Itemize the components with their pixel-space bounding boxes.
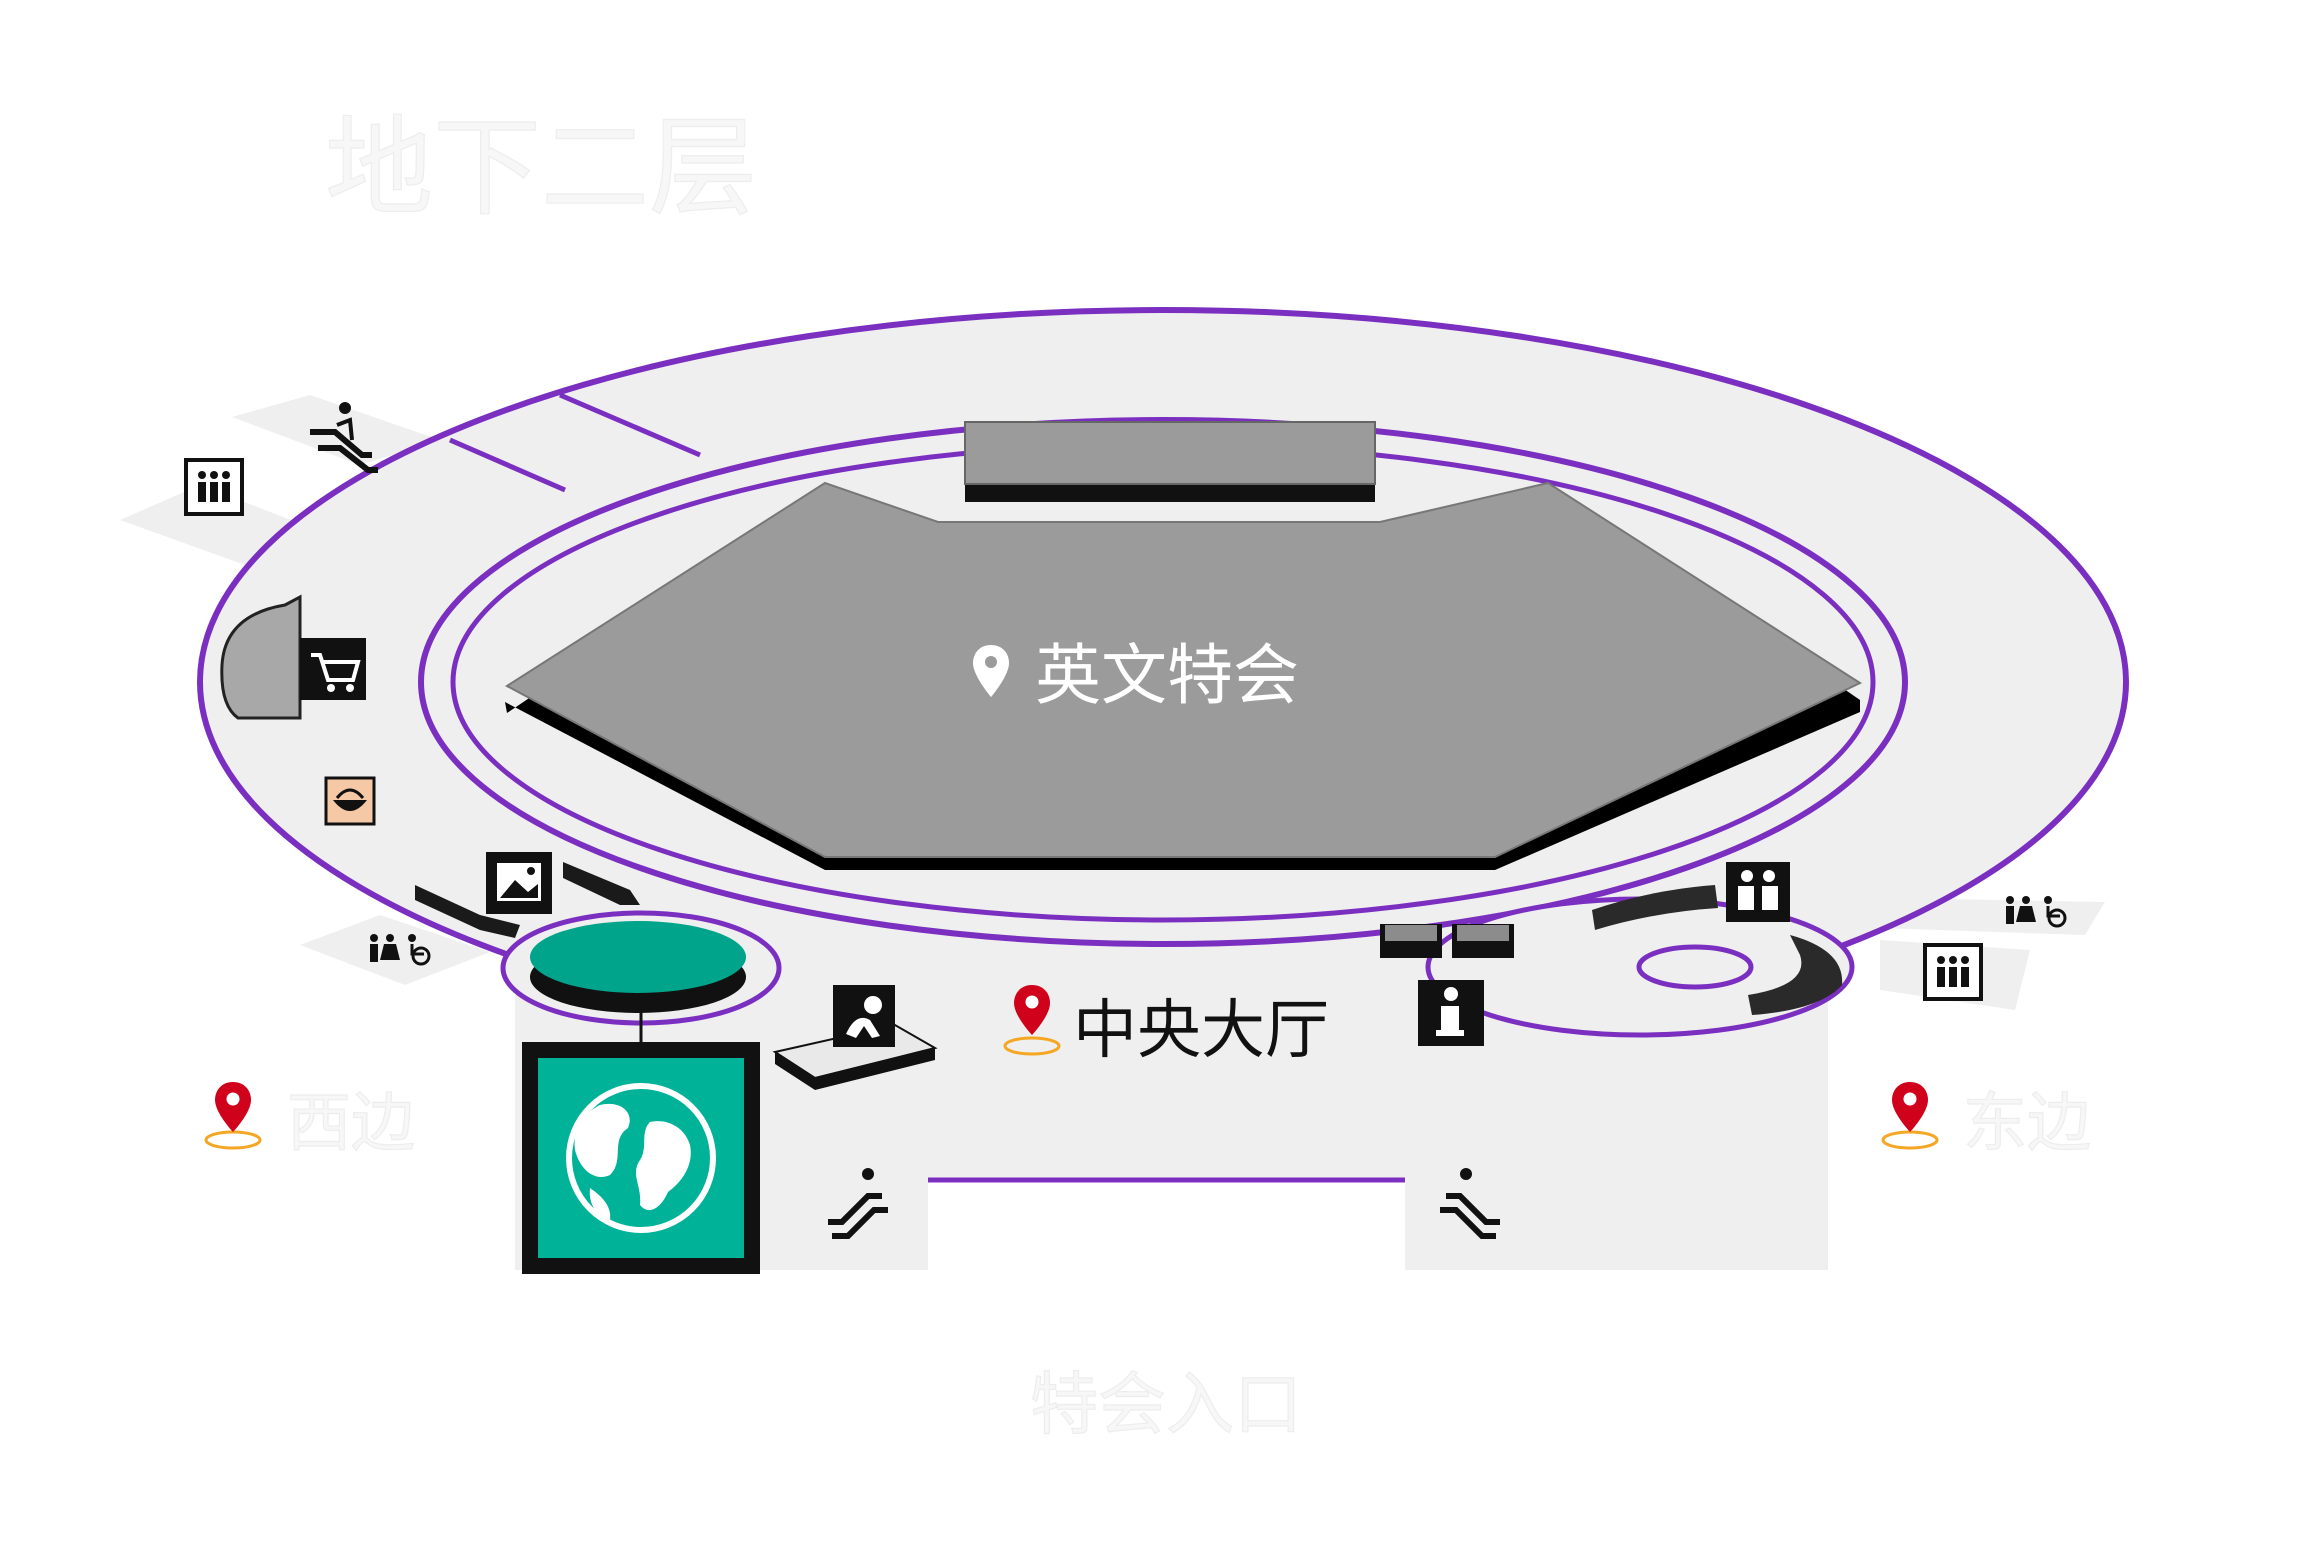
globe-icon — [566, 1083, 716, 1233]
stage-block — [964, 421, 1376, 485]
escalator-icon — [1440, 1168, 1500, 1239]
east-rotunda-core — [1636, 944, 1754, 990]
teal-pillar — [530, 921, 746, 993]
concourse-divider — [559, 392, 701, 458]
floor-title: 地下二层 — [325, 106, 757, 231]
info-desk-top — [1385, 925, 1437, 941]
main-hall-label: 英文特会 — [1035, 637, 1299, 714]
west-bench — [220, 594, 302, 720]
location-pin-icon — [1881, 1082, 1939, 1150]
concourse-divider — [449, 437, 566, 493]
info-desk-top — [1457, 925, 1509, 941]
gallery-icon — [486, 852, 552, 914]
escalator-icon — [310, 402, 378, 473]
playground-icon — [833, 985, 895, 1047]
location-pin-icon — [1003, 985, 1061, 1056]
bench — [415, 885, 520, 938]
east-label: 东边 — [1963, 1087, 2091, 1161]
elevator-icon — [1923, 943, 1983, 1001]
information-icon — [1418, 980, 1484, 1046]
location-pin-icon — [973, 645, 1009, 697]
escalator-icon — [828, 1168, 888, 1239]
bench — [1748, 935, 1843, 1015]
west-label: 西边 — [287, 1087, 415, 1161]
bench — [1592, 885, 1718, 930]
family-service-icon — [1726, 862, 1790, 922]
food-bowl-icon — [324, 776, 376, 826]
location-pin-icon — [204, 1082, 262, 1150]
play-platform-edge — [775, 1048, 935, 1090]
restroom-accessible-icon — [370, 934, 431, 966]
restroom-accessible-icon — [2006, 896, 2067, 928]
elevator-icon — [184, 458, 244, 516]
entrance-label: 特会入口 — [1030, 1366, 1302, 1445]
shopping-cart-icon — [300, 638, 366, 700]
main-hall — [505, 481, 1863, 858]
bench — [563, 862, 640, 905]
central-lobby-label: 中央大厅 — [1073, 994, 1329, 1068]
